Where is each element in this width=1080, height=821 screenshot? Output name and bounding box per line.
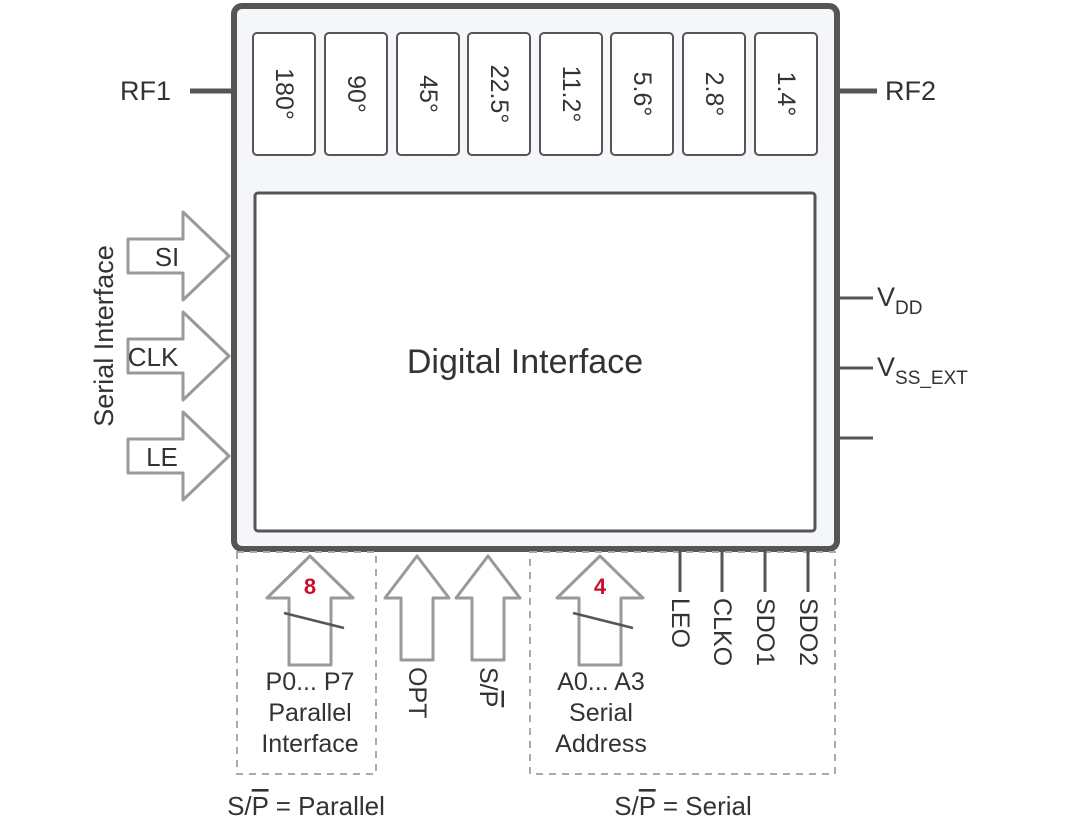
vdd-label: VDD (877, 282, 922, 319)
phase-bit-label: 22.5° (485, 65, 513, 124)
phase-bit-label: 2.8° (700, 72, 728, 117)
serial-address-line1: Serial (569, 699, 633, 727)
phase-bit-7: 2.8° (682, 32, 746, 156)
phase-bit-label: 90° (342, 75, 370, 113)
sdo1-label: SDO1 (751, 598, 779, 666)
leo-label: LEO (666, 598, 694, 648)
rf1-label: RF1 (120, 76, 171, 106)
digital-interface-block (253, 191, 817, 533)
serial-mode-caption: S/P = Serial (614, 791, 752, 821)
phase-bit-2: 90° (324, 32, 388, 156)
phase-bit-label: 5.6° (628, 72, 656, 117)
phase-bit-label: 45° (414, 75, 442, 113)
clko-label: CLKO (708, 598, 736, 666)
digital-interface-label: Digital Interface (407, 343, 643, 381)
serial-mode-group (529, 551, 836, 775)
sp-input-arrow: S/P (454, 554, 522, 707)
parallel-mode-group (236, 551, 377, 775)
parallel-label-line2: Interface (261, 730, 358, 758)
parallel-bus-arrow: 8 (265, 554, 355, 667)
opt-label: OPT (403, 667, 431, 718)
bus-slash-icon (283, 611, 345, 630)
parallel-pins-label: P0... P7 (266, 668, 355, 696)
si-input-arrow: SI (126, 210, 231, 302)
phase-bit-4: 22.5° (467, 32, 531, 156)
clk-input-arrow: CLK (126, 310, 231, 402)
le-label: LE (146, 442, 178, 472)
sp-label: S/P (474, 667, 502, 707)
serial-address-pins-label: A0... A3 (557, 668, 645, 696)
serial-address-bus-arrow: 4 (555, 554, 645, 667)
rf2-label: RF2 (885, 76, 936, 106)
parallel-label-line1: Parallel (268, 699, 351, 727)
phase-bit-label: 11.2° (557, 66, 585, 123)
phase-bit-8: 1.4° (754, 32, 818, 156)
clk-label: CLK (128, 342, 179, 372)
si-label: SI (155, 242, 180, 272)
phase-bit-6: 5.6° (610, 32, 674, 156)
phase-bit-5: 11.2° (539, 32, 603, 156)
parallel-bus-width: 8 (304, 574, 316, 599)
serial-address-bus-width: 4 (594, 574, 607, 599)
serial-address-line2: Address (555, 730, 647, 758)
phase-bit-3: 45° (396, 32, 460, 156)
bus-slash-icon (572, 611, 634, 630)
parallel-mode-caption: S/P = Parallel (227, 791, 385, 821)
phase-bit-label: 180° (270, 68, 298, 120)
sdo2-label: SDO2 (794, 598, 822, 666)
phase-bit-1: 180° (252, 32, 316, 156)
le-input-arrow: LE (126, 410, 231, 502)
serial-interface-group-label: Serial Interface (89, 245, 119, 427)
phase-bit-label: 1.4° (772, 72, 800, 117)
vss-ext-label: VSS_EXT (877, 352, 968, 389)
opt-input-arrow: OPT (383, 554, 451, 718)
